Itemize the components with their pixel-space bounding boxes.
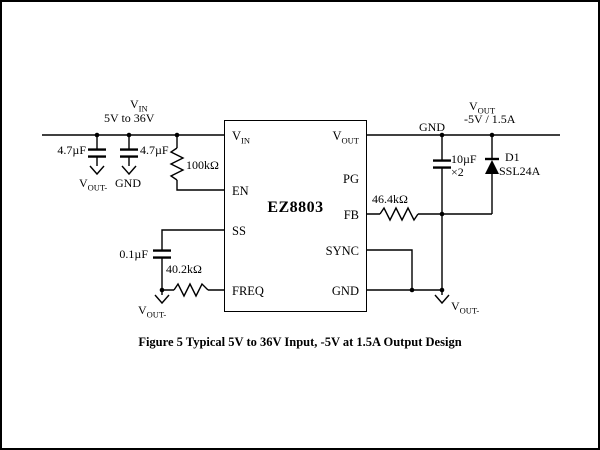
pin-label-sub: OUT (341, 135, 359, 146)
resistor-46k-symbol (379, 206, 419, 222)
ic-pin-pg: PG (343, 172, 359, 186)
label-text: V (138, 303, 147, 317)
pin-label: V (332, 129, 342, 143)
ic-body: VIN EN SS FREQ VOUT PG FB SYNC GND EZ880… (224, 120, 367, 312)
figure-caption: Figure 5 Typical 5V to 36V Input, -5V at… (138, 335, 462, 349)
ic-pin-vin: VIN (232, 129, 250, 145)
ic-pin-sync: SYNC (326, 244, 359, 258)
vout-spec-label: -5V / 1.5A (464, 112, 516, 126)
pin-label: EN (232, 184, 249, 198)
gnd-arrow-cap-in1 (89, 165, 105, 176)
wire-sync (367, 249, 413, 290)
cap-in1-value: 4.7µF (57, 143, 86, 157)
pin-label: FREQ (232, 284, 264, 298)
freq-gnd-label: VOUT- (138, 304, 166, 319)
ic-pin-ss: SS (232, 224, 246, 238)
diode-ref-label: D1 (505, 150, 520, 164)
label-sub: OUT- (459, 305, 480, 316)
gnd-arrow-cap-in2 (121, 165, 137, 176)
cap-in2-value: 4.7µF (140, 143, 169, 157)
vout-net-label: VOUT (469, 100, 495, 115)
vin-net-label: VIN (130, 98, 148, 113)
resistor-46k-value: 46.4kΩ (372, 192, 408, 206)
cap-ss-value: 0.1µF (119, 247, 148, 261)
ic-pin-en: EN (232, 184, 249, 198)
output-gnd-label: VOUT- (451, 300, 479, 315)
cap-out-value: 10µF (451, 152, 477, 166)
cap-out-qty: ×2 (451, 165, 464, 179)
ic-part-number: EZ8803 (267, 199, 324, 216)
resistor-40k-symbol (173, 282, 209, 298)
cap-in2-plates (120, 148, 138, 158)
cap-in1-gnd-label: VOUT- (79, 177, 107, 192)
cap-out-plates (433, 159, 451, 169)
pin-label: SYNC (325, 244, 359, 258)
gnd-arrow-freq (154, 294, 170, 305)
pin-label-sub: IN (241, 135, 251, 146)
resistor-40k-value: 40.2kΩ (166, 262, 202, 276)
cap-ss-plates (153, 249, 171, 259)
junction-dots (94, 132, 495, 293)
pin-label: GND (331, 284, 359, 298)
ic-pin-fb: FB (344, 208, 359, 222)
output-rail-label: GND (419, 120, 445, 134)
label-text: V (469, 99, 478, 113)
ic-pin-freq: FREQ (232, 284, 264, 298)
ic-pin-vout: VOUT (332, 129, 359, 145)
cap-in2-gnd-label: GND (115, 176, 141, 190)
label-text: V (130, 97, 139, 111)
gnd-arrow-out (434, 294, 450, 305)
pin-label: FB (343, 208, 359, 222)
label-sub: OUT- (146, 309, 167, 320)
resistor-100k-symbol (169, 147, 185, 181)
vin-range-label: 5V to 36V (104, 111, 155, 125)
label-text: V (79, 176, 88, 190)
label-sub: IN (138, 103, 148, 114)
resistor-100k-value: 100kΩ (186, 158, 219, 172)
pin-label: V (232, 129, 242, 143)
label-sub: OUT- (87, 182, 108, 193)
diode-part-label: SSL24A (499, 164, 541, 178)
pin-label: PG (343, 172, 359, 186)
diode-symbol (485, 157, 499, 174)
cap-in1-plates (88, 148, 106, 158)
pin-label: SS (232, 224, 246, 238)
label-sub: OUT (477, 105, 496, 116)
ic-pin-gnd: GND (332, 284, 359, 298)
label-text: V (451, 299, 460, 313)
wire-ss (161, 229, 224, 290)
